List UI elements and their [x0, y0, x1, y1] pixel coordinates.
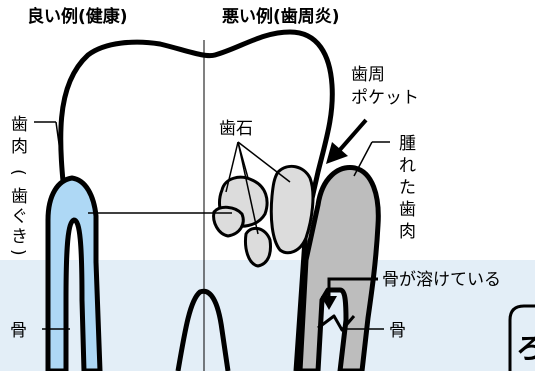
gum-left-char-6: ) — [8, 249, 28, 256]
gum-left-pointer-2 — [55, 121, 65, 181]
tartar-deposit-2 — [212, 205, 245, 238]
swollen-char-3: 歯 — [399, 200, 416, 220]
gum-left-char-3: 歯 — [11, 187, 28, 207]
tartar-deposit-3 — [244, 226, 272, 268]
tartar-pointer-1 — [225, 141, 239, 193]
pocket-arrow-head — [326, 142, 348, 164]
tartar-pointer-2 — [237, 141, 259, 235]
bone-left-label: 骨 — [10, 321, 27, 341]
healthy-gum — [45, 175, 103, 371]
swollen-gum-pointer-2 — [353, 141, 373, 177]
gum-left-char-4: ぐ — [11, 207, 28, 227]
gum-left-char-0: 歯 — [11, 115, 28, 135]
pocket-arrow-shaft — [336, 118, 368, 154]
pocket-label-line2: ポケット — [351, 88, 419, 108]
swollen-char-1: れ — [399, 156, 416, 176]
gum-left-char-5: き — [11, 227, 28, 247]
title-good: 良い例(健康) — [27, 6, 128, 27]
tartar-deposit-4 — [269, 164, 315, 255]
tartar-pointer-3 — [237, 141, 291, 183]
pocket-label-line1: 歯周 — [351, 65, 385, 85]
tartar-label: 歯石 — [219, 119, 253, 139]
gum-left-label: 歯 肉 ( 歯 ぐ き ) — [8, 115, 28, 256]
swollen-gum — [297, 165, 381, 371]
corner-box-glyph: ろ — [516, 332, 535, 365]
swollen-char-4: 肉 — [399, 222, 416, 242]
middle-root — [175, 288, 231, 371]
corner-box — [508, 304, 535, 371]
gum-left-char-1: 肉 — [11, 137, 28, 157]
melted-bone-notch — [317, 314, 356, 332]
swollen-gum-label: 腫 れ た 歯 肉 — [399, 134, 416, 242]
swollen-char-2: た — [399, 178, 416, 198]
tartar-pointer-4 — [237, 141, 249, 179]
bone-melting-arrow-head — [321, 296, 337, 310]
bone-melting-label: 骨が溶けている — [382, 270, 501, 290]
swollen-char-0: 腫 — [399, 134, 416, 154]
bone-melting-arrow-line — [327, 277, 378, 298]
bone-right-label: 骨 — [389, 321, 406, 341]
gum-left-char-2: ( — [8, 169, 28, 176]
tooth-outline — [58, 29, 335, 371]
title-bad: 悪い例(歯周炎) — [222, 6, 340, 27]
